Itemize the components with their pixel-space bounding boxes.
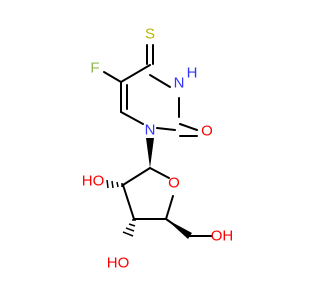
bond-c4p-oring bbox=[165, 195, 174, 220]
stereo-wedges bbox=[106, 138, 192, 239]
structure-svg: S F N H N O O HO HO OH bbox=[82, 26, 234, 272]
bond-c2-n1 bbox=[156, 127, 176, 131]
atom-3p-hydroxyl: HO bbox=[107, 255, 130, 272]
bond-c5-f bbox=[103, 71, 122, 83]
hash-c3p-oh bbox=[122, 219, 136, 237]
atom-carbonyl-oxygen: O bbox=[201, 123, 213, 140]
bond-oring-c1p bbox=[149, 167, 170, 179]
molecule-diagram: S F N H N O O HO HO OH bbox=[82, 26, 234, 272]
bond-c4-n3 bbox=[149, 74, 171, 88]
wedge-c1p-n1 bbox=[146, 138, 154, 168]
bond-c2p-c3p bbox=[122, 184, 135, 220]
atom-n3-hydrogen: H bbox=[187, 65, 198, 82]
atom-f: F bbox=[90, 60, 99, 77]
atom-2p-hydroxyl: HO bbox=[82, 173, 105, 190]
hash-c2p-oh bbox=[106, 179, 123, 189]
atom-n1: N bbox=[145, 122, 156, 139]
atom-5p-hydroxyl: OH bbox=[211, 228, 234, 245]
bond-c2-o bbox=[179, 123, 198, 131]
bond-c5-c4 bbox=[120, 64, 151, 83]
atom-labels: S F N H N O O HO HO OH bbox=[82, 26, 234, 272]
bond-c1p-c2p bbox=[122, 167, 151, 186]
atom-ring-oxygen: O bbox=[168, 175, 180, 192]
atom-n3: N bbox=[174, 75, 185, 92]
atom-s: S bbox=[145, 26, 155, 43]
wedge-c4p-c5p bbox=[166, 219, 192, 239]
bond-n1-c6 bbox=[120, 111, 144, 125]
